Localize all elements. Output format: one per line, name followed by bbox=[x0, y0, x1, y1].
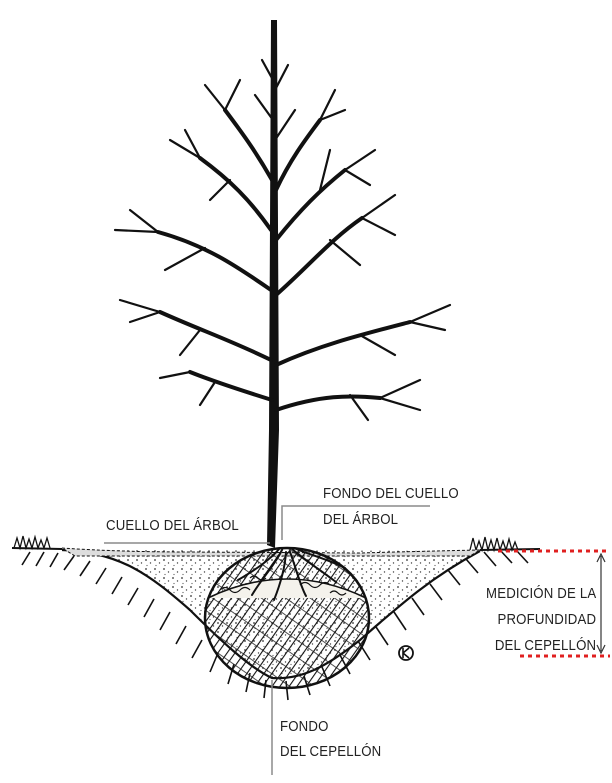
ball-bottom-label-line2: DEL CEPELLÓN bbox=[280, 743, 381, 760]
collar-bottom-label-line2: DEL ÁRBOL bbox=[323, 511, 398, 528]
ball-bottom-label-line1: FONDO bbox=[280, 718, 329, 735]
trunk bbox=[267, 20, 279, 548]
depth-label-line1: MEDICIÓN DE LA bbox=[486, 585, 596, 602]
depth-label-line3: DEL CEPELLÓN bbox=[495, 637, 596, 654]
tree-collar-label: CUELLO DEL ÁRBOL bbox=[106, 517, 239, 534]
collar-bottom-label-line1: FONDO DEL CUELLO bbox=[323, 485, 459, 502]
depth-label-line2: PROFUNDIDAD bbox=[497, 611, 596, 628]
artist-signature-icon bbox=[399, 646, 413, 660]
root-ball bbox=[205, 548, 369, 688]
branches bbox=[115, 60, 450, 420]
